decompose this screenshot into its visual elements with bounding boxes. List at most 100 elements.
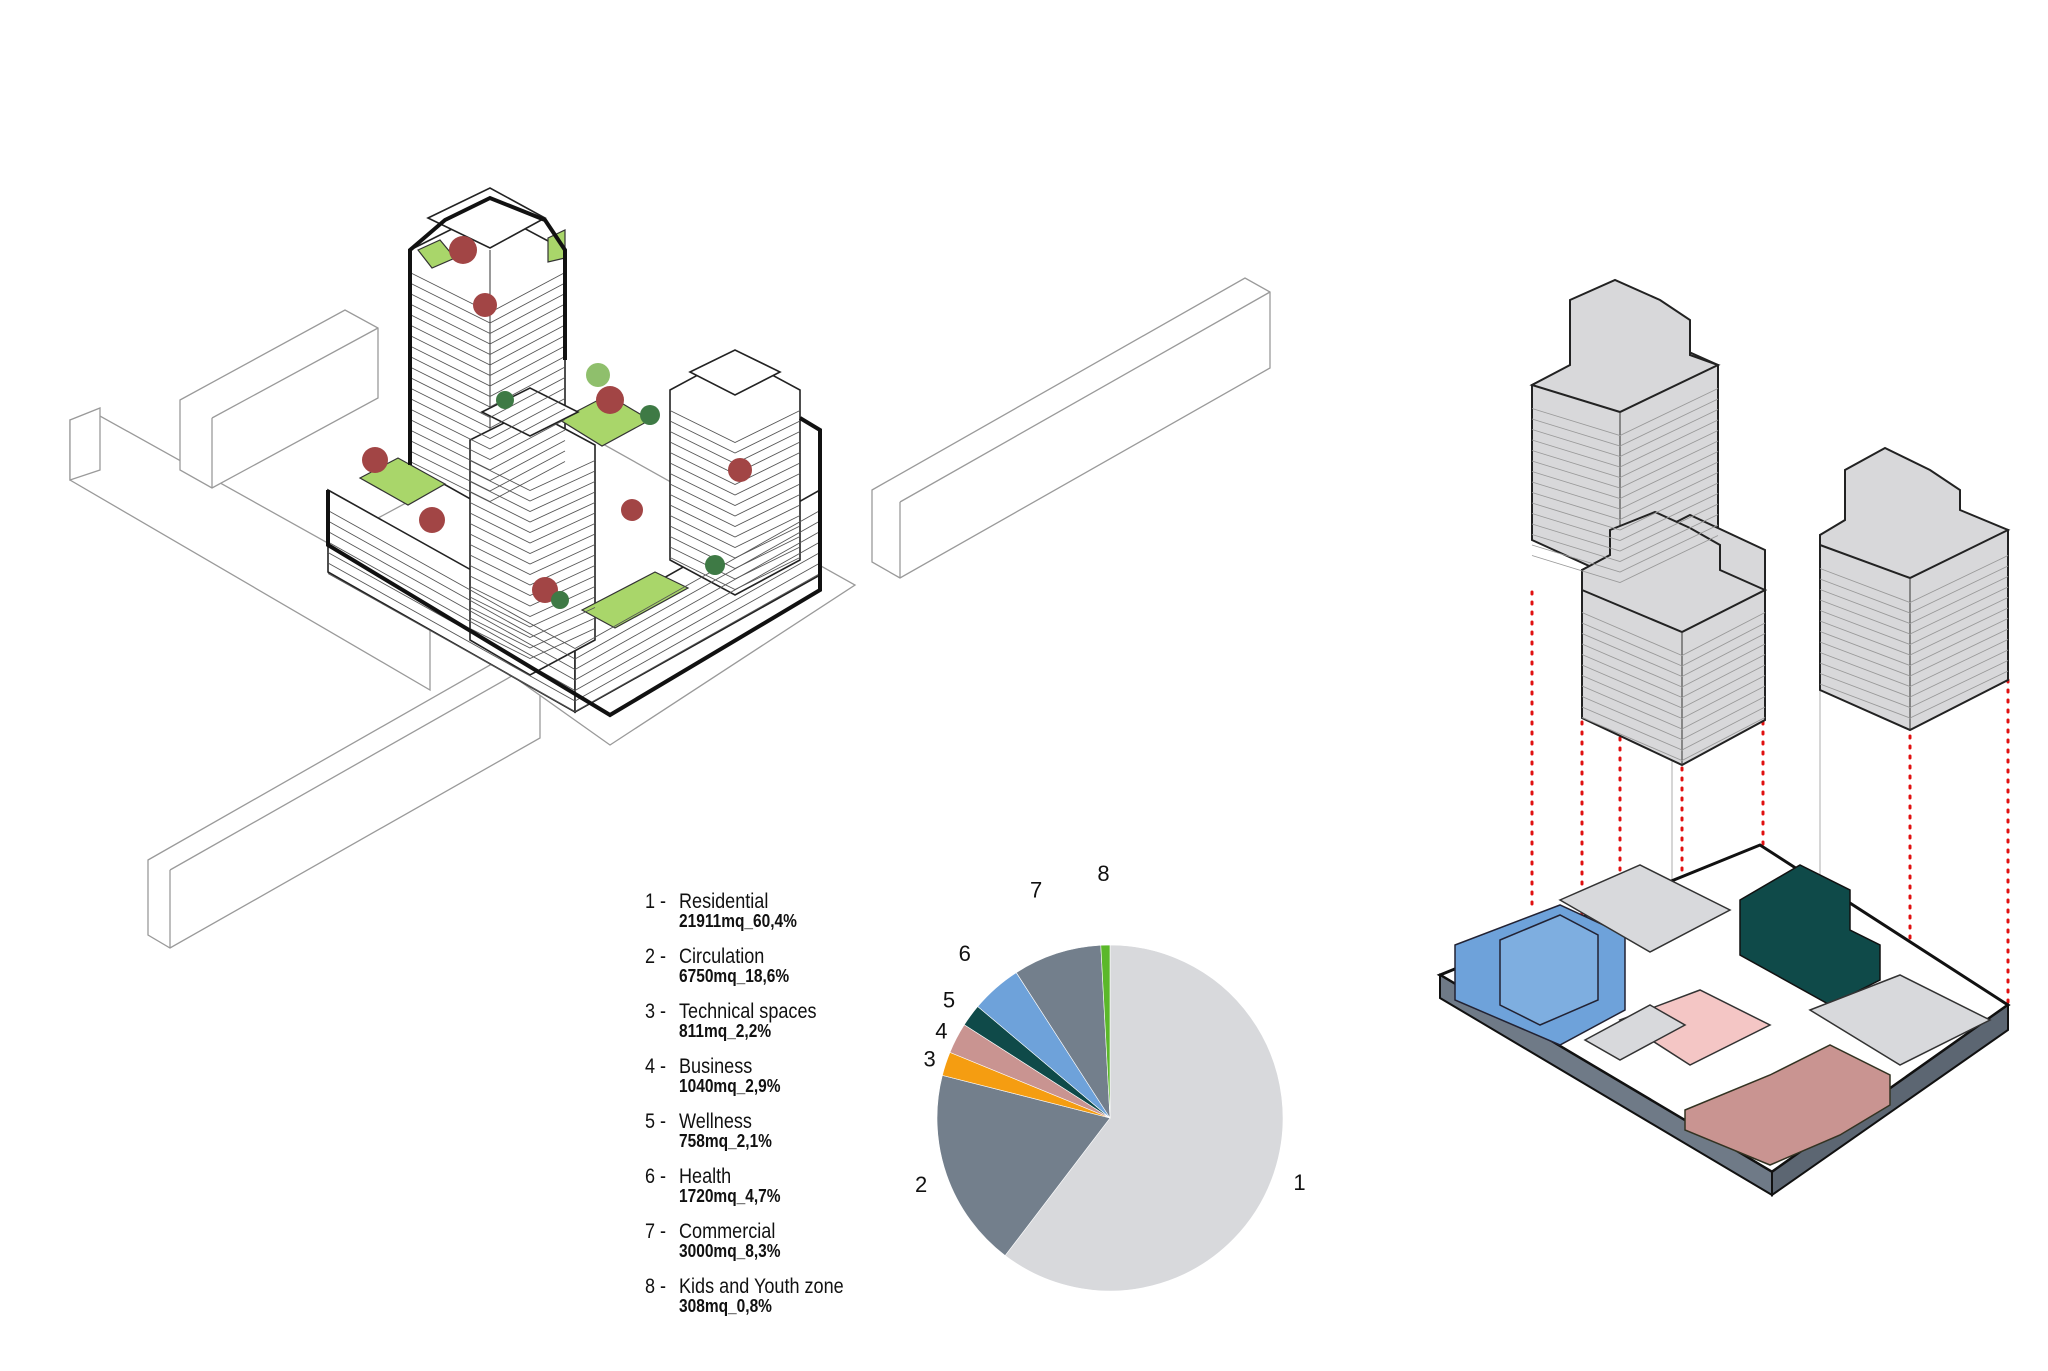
floor-line	[1819, 597, 2009, 645]
floor-line	[327, 510, 821, 650]
floor-line	[409, 377, 566, 419]
pie-label-3: 3	[923, 1046, 935, 1071]
legend-number: 3 -	[645, 1000, 667, 1023]
floor-line	[327, 520, 821, 660]
floor-line	[327, 531, 821, 671]
pie-label-4: 4	[935, 1018, 947, 1043]
floor-line	[1531, 451, 1719, 499]
legend-area: 6750mq_18,6%	[679, 966, 790, 986]
floor-line	[1581, 654, 1766, 698]
legend-name: Kids and Youth zone	[679, 1275, 844, 1298]
floor-line	[1819, 649, 2009, 698]
legend-number: 6 -	[645, 1165, 667, 1188]
floor-line	[669, 473, 801, 507]
floor-line	[1581, 643, 1766, 688]
floor-line	[1531, 503, 1719, 552]
floor-line	[1531, 472, 1719, 520]
floor-line	[469, 628, 596, 659]
legend-number: 1 -	[645, 890, 667, 913]
pie-label-7: 7	[1030, 878, 1042, 903]
pie-slice-1	[1004, 944, 1284, 1292]
floor-line	[669, 494, 801, 528]
floor-line	[469, 544, 596, 575]
floor-line	[469, 491, 596, 523]
floor-line	[669, 515, 801, 549]
trees	[362, 236, 752, 609]
floor-line	[669, 483, 801, 517]
legend-item-business: 4 - Business 1040mq_2,9%	[645, 1053, 975, 1108]
legend-name: Residential	[679, 890, 769, 913]
pie-slice-2	[936, 1075, 1111, 1257]
floor-line	[669, 504, 801, 538]
floor-line	[1581, 696, 1766, 740]
legend-area: 21911mq_60,4%	[679, 911, 797, 931]
floor-line	[1531, 535, 1719, 583]
floor-line	[1819, 618, 2009, 666]
floor-line	[409, 303, 566, 345]
pie-label-5: 5	[943, 987, 955, 1012]
legend-number: 2 -	[645, 945, 667, 968]
floor-line	[1581, 633, 1766, 677]
program-legend: 1 - Residential 21911mq_60,4% 2 - Circul…	[645, 888, 975, 1328]
pie-slice-8	[1100, 944, 1111, 1119]
floor-line	[469, 470, 596, 502]
floor-line	[669, 420, 801, 454]
floor-line	[327, 573, 821, 713]
floor-line	[669, 462, 801, 496]
legend-number: 7 -	[645, 1220, 667, 1243]
floor-line	[469, 617, 596, 649]
program-pie-chart	[936, 944, 1284, 1292]
legend-area: 1040mq_2,9%	[679, 1076, 781, 1096]
pie-label-6: 6	[959, 941, 971, 966]
floor-line	[1531, 419, 1719, 468]
floor-line	[669, 452, 801, 486]
floor-line	[469, 586, 596, 617]
pie-label-8: 8	[1097, 861, 1109, 886]
floor-line	[1581, 622, 1766, 667]
floor-line	[409, 324, 566, 366]
floor-line	[1581, 675, 1766, 719]
floor-line	[1819, 576, 2009, 624]
floor-line	[409, 398, 566, 440]
floor-line	[469, 460, 596, 491]
floor-line	[1531, 440, 1719, 489]
floor-line	[1819, 660, 2009, 708]
floor-line	[1531, 388, 1719, 436]
floor-line	[469, 575, 596, 607]
floor-line	[409, 387, 566, 429]
legend-item-technical-spaces: 3 - Technical spaces 811mq_2,2%	[645, 998, 975, 1053]
floor-line	[1819, 555, 2009, 603]
exploded-diagram	[1436, 278, 2011, 1197]
floor-line	[469, 565, 596, 596]
legend-name: Circulation	[679, 945, 765, 968]
legend-area: 811mq_2,2%	[679, 1021, 772, 1041]
floor-line	[469, 554, 596, 586]
floor-line	[1531, 430, 1719, 478]
floor-line	[327, 552, 821, 692]
pie-label-1: 1	[1293, 1170, 1305, 1195]
floor-line	[409, 345, 566, 387]
floor-line	[469, 596, 596, 628]
legend-name: Technical spaces	[679, 1000, 817, 1023]
legend-item-commercial: 7 - Commercial 3000mq_8,3%	[645, 1218, 975, 1273]
legend-item-circulation: 2 - Circulation 6750mq_18,6%	[645, 943, 975, 998]
legend-name: Business	[679, 1055, 753, 1078]
floor-line	[1531, 409, 1719, 457]
legend-name: Wellness	[679, 1110, 752, 1133]
legend-item-kids-and-youth-zone: 8 - Kids and Youth zone 308mq_0,8%	[645, 1273, 975, 1328]
floor-line	[409, 408, 566, 450]
pie-label-2: 2	[915, 1172, 927, 1197]
floor-line	[1581, 706, 1766, 751]
legend-item-residential: 1 - Residential 21911mq_60,4%	[645, 888, 975, 943]
floor-line	[327, 562, 821, 702]
floor-line	[409, 356, 566, 398]
legend-number: 5 -	[645, 1110, 667, 1133]
legend-item-wellness: 5 - Wellness 758mq_2,1%	[645, 1108, 975, 1163]
floor-line	[409, 366, 566, 408]
floor-line	[469, 533, 596, 565]
legend-area: 3000mq_8,3%	[679, 1241, 781, 1261]
floor-line	[669, 410, 801, 444]
floor-line	[1531, 398, 1719, 447]
floor-line	[1531, 524, 1719, 573]
